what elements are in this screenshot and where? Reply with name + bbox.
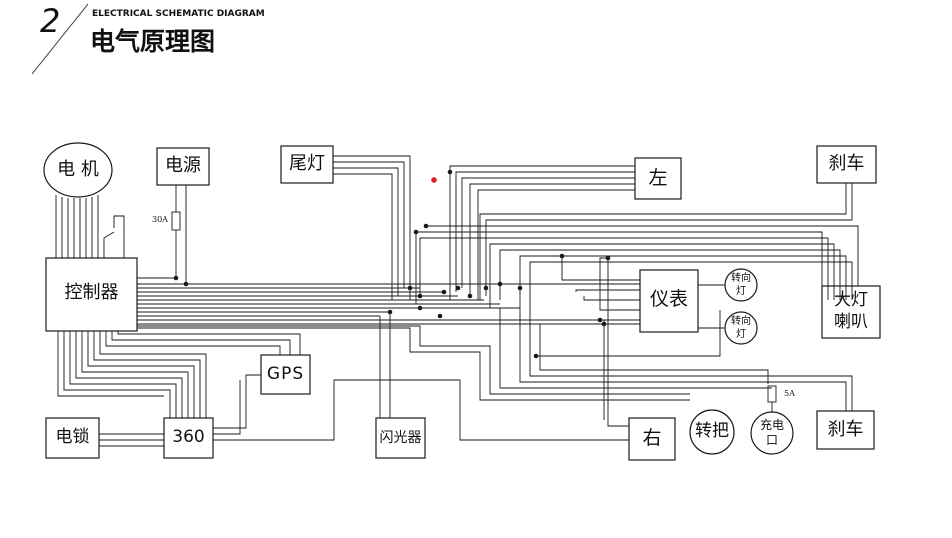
right-label: 右: [642, 427, 662, 450]
flasher-box: [375, 417, 426, 459]
headlight-horn-box: [821, 285, 881, 339]
brake-top-label: 刹车: [828, 153, 865, 175]
gps-box: [260, 354, 311, 395]
page-title: 电气原理图: [90, 27, 216, 56]
headlight-label: 大灯: [834, 290, 868, 311]
anti-theft-box: [163, 417, 214, 459]
subtitle-en: ELECTRICAL SCHEMATIC DIAGRAM: [92, 9, 265, 19]
right-box: [628, 417, 676, 461]
highlight-dot: [431, 177, 437, 183]
brake-top-box: [816, 145, 877, 184]
anti-theft-label: 360: [172, 427, 205, 448]
tail-light-label: 尾灯: [289, 153, 325, 175]
turn-light-bottom-label-1: 转向: [731, 316, 751, 328]
main-fuse-icon: [171, 211, 181, 231]
horn-label: 喇叭: [834, 312, 868, 333]
charge-fuse-icon: [767, 385, 777, 403]
controller-label: 控制器: [64, 281, 119, 303]
lock-label: 电锁: [55, 427, 90, 448]
motor-circle: [43, 142, 113, 198]
handlebar-label: 转把: [695, 421, 729, 442]
tail-light-box: [280, 145, 334, 184]
brake-bottom-box: [816, 410, 875, 450]
turn-light-bottom-label-2: 灯: [736, 329, 746, 341]
motor-label: 电 机: [57, 158, 99, 180]
turn-light-top-label-2: 灯: [736, 286, 746, 298]
controller-box: [45, 257, 138, 332]
left-box: [634, 157, 682, 200]
left-label: 左: [648, 166, 668, 189]
lock-box: [45, 417, 100, 459]
junction-dots: [173, 169, 611, 359]
charge-port-label-1: 充电: [759, 418, 784, 433]
gps-label: GPS: [266, 363, 305, 384]
brake-bottom-label: 刹车: [827, 418, 864, 440]
flasher-label: 闪光器: [379, 429, 422, 446]
turn-light-top-label-1: 转向: [731, 273, 751, 285]
charge-port-label-2: 口: [765, 433, 778, 448]
handlebar-circle: [689, 409, 735, 455]
meter-label: 仪表: [649, 288, 688, 311]
main-fuse-label: 30A: [152, 215, 168, 224]
meter-box: [639, 269, 699, 333]
charge-fuse-label: 5A: [784, 389, 795, 398]
power-box: [156, 147, 210, 186]
power-label: 电源: [165, 155, 201, 177]
